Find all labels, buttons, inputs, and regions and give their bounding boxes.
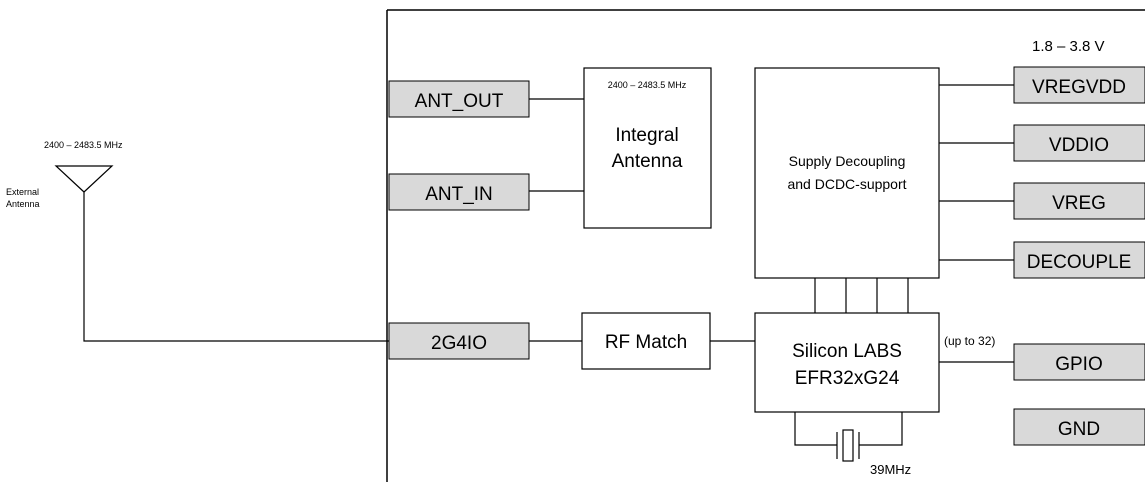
pin-ant-out-label: ANT_OUT	[415, 91, 504, 112]
chip-label-2: EFR32xG24	[795, 368, 900, 389]
pin-2g4io-label: 2G4IO	[431, 333, 487, 354]
pin-gnd-label: GND	[1058, 419, 1100, 440]
crystal-freq: 39MHz	[870, 462, 911, 477]
supply-label-1: Supply Decoupling	[789, 153, 906, 169]
gpio-count: (up to 32)	[944, 334, 995, 348]
antenna-feed-line	[83, 192, 389, 342]
integral-antenna-block: 2400 – 2483.5 MHz Integral Antenna	[583, 67, 712, 229]
antenna-symbol	[54, 165, 114, 193]
supply-label-2: and DCDC-support	[787, 176, 906, 192]
pin-vregvdd-label: VREGVDD	[1032, 77, 1126, 98]
voltage-range: 1.8 – 3.8 V	[1032, 38, 1105, 55]
pin-vregvdd: VREGVDD	[1013, 66, 1145, 104]
chip-label-1: Silicon LABS	[792, 341, 902, 362]
supply-decoupling-block: Supply Decoupling and DCDC-support	[754, 67, 940, 279]
rf-match-block: RF Match	[581, 312, 711, 370]
external-antenna-freq: 2400 – 2483.5 MHz	[44, 140, 123, 150]
rf-match-label: RF Match	[605, 332, 687, 353]
crystal	[794, 412, 903, 462]
pin-ant-out: ANT_OUT	[388, 80, 530, 118]
pin-ant-in-label: ANT_IN	[425, 184, 493, 205]
external-antenna: 2400 – 2483.5 MHz External Antenna	[6, 140, 389, 342]
pin-gnd: GND	[1013, 408, 1145, 446]
pin-2g4io: 2G4IO	[388, 322, 530, 360]
supply-chip-bus	[814, 278, 909, 313]
pin-gpio: GPIO	[1013, 343, 1145, 381]
chip-block: Silicon LABS EFR32xG24	[754, 312, 940, 413]
integral-antenna-freq: 2400 – 2483.5 MHz	[608, 80, 687, 90]
integral-antenna-label-2: Antenna	[612, 151, 683, 172]
pin-ant-in: ANT_IN	[388, 173, 530, 211]
right-wires	[939, 84, 1014, 363]
pin-vreg: VREG	[1013, 182, 1145, 220]
pin-vddio-label: VDDIO	[1049, 135, 1109, 156]
pin-vddio: VDDIO	[1013, 124, 1145, 162]
pin-gpio-label: GPIO	[1055, 354, 1103, 375]
external-antenna-label-2: Antenna	[6, 199, 40, 209]
pin-decouple-label: DECOUPLE	[1027, 252, 1132, 273]
integral-antenna-label-1: Integral	[615, 125, 678, 146]
external-antenna-label-1: External	[6, 187, 39, 197]
pin-decouple: DECOUPLE	[1013, 241, 1145, 279]
pin-vreg-label: VREG	[1052, 193, 1106, 214]
